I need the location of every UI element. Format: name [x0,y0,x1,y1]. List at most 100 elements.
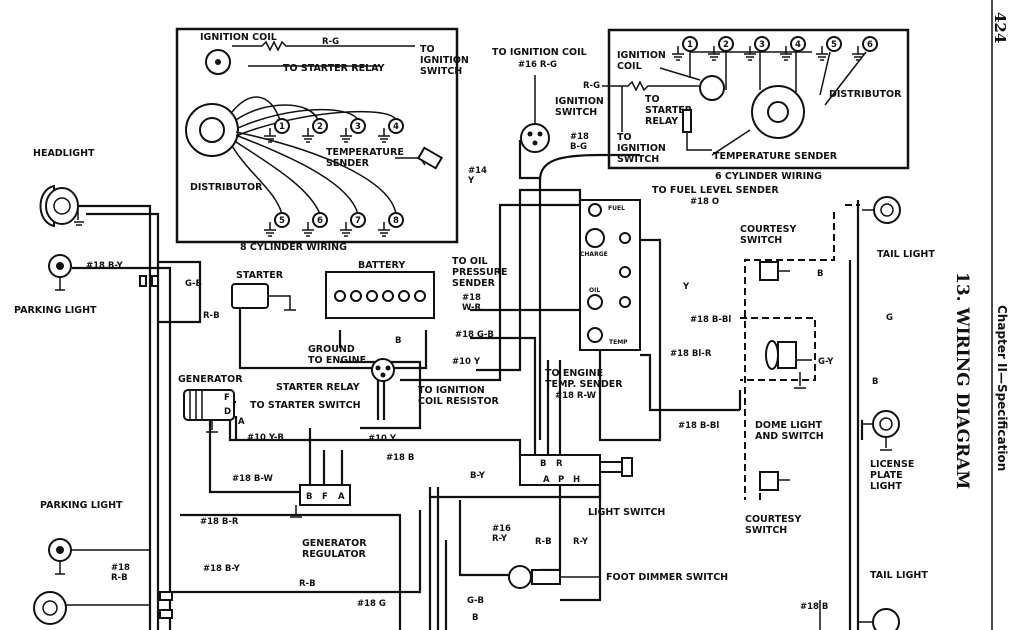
dome-light [765,340,779,370]
cylinder-plug-8: 8 [378,212,404,237]
cylinder-plug-6-number: 6 [317,216,323,226]
cylinder-plug-6-3-number: 3 [759,40,765,50]
cylinder-plug-6-2-number: 2 [723,40,729,50]
temperature-sender-label-6: TEMPERATURE SENDER [713,151,838,162]
cylinder-plug-8-number: 8 [393,216,399,226]
regulator-terminal-b: B [306,492,312,502]
cylinder-plug-4-number: 4 [393,122,399,132]
cylinder-plug-3-number: 3 [355,122,361,132]
foot-dimmer-switch [508,565,532,589]
wire-code: Y [682,282,690,292]
eight-cylinder-frame [175,27,459,244]
cylinder-plug-4: 4 [378,118,404,143]
starter-label: STARTER [236,270,284,281]
battery-cell [382,290,394,302]
wire-code: #18 B-Bl [678,421,719,431]
battery-cell [414,290,426,302]
light-switch-knob [621,457,633,477]
light-switch-label: LIGHT SWITCH [588,507,665,518]
regulator-terminal-f: F [322,492,328,502]
license-plate-light [872,410,900,438]
wire-code: B [817,269,823,279]
battery-cell [350,290,362,302]
foot-dimmer-switch-label: FOOT DIMMER SWITCH [606,572,728,583]
chapter-heading: Chapter II—Specification [995,305,1009,471]
wire-code: R-B [535,537,552,547]
oil-gauge [587,294,603,310]
wire-code: G-B [185,279,202,289]
courtesy-switch-bottom [759,471,779,491]
to-starter-relay-8: TO STARTER RELAY [283,63,385,74]
eight-cylinder-caption: 8 CYLINDER WIRING [240,242,347,253]
parking-light-top-label: PARKING LIGHT [14,305,97,316]
wire-code: B-Y [470,471,486,481]
wire-code: #18 R-W [555,391,597,401]
cylinder-plug-6: 6 [302,212,328,237]
wire-code: #10 Y-B [247,433,284,443]
cylinder-plug-6-1: 1 [672,36,698,61]
light-switch-terminal-a: A [543,475,550,485]
cylinder-plug-5: 5 [264,212,290,237]
battery-cell [366,290,378,302]
coil-resistor-wire-8 [232,40,415,52]
wire-code: R-Y [573,537,589,547]
starter-relay [371,358,395,382]
cylinder-plug-6-4-number: 4 [795,40,801,50]
distributor-label-6: DISTRIBUTOR [829,89,902,100]
battery-cells [334,290,426,302]
gauge-cluster [579,199,641,351]
light-switch-terminal-r: R [556,459,563,469]
wire-code: #18 B [800,602,828,612]
temp-gauge [587,327,603,343]
wire-code: #18 B-Bl [690,315,731,325]
courtesy-switch-top [759,261,779,281]
wire-code: B [395,336,401,346]
to-starter-switch-label: TO STARTER SWITCH [250,400,361,411]
cylinder-plug-2: 2 [302,118,328,143]
six-cylinder-frame [607,28,910,170]
wire-rg-6: R-G [583,81,600,91]
wire-code: #18 G [357,599,386,609]
light-switch-terminal-b: B [540,459,546,469]
plug-wires-top-8 [231,96,397,137]
generator-regulator [299,484,351,506]
battery-cell [398,290,410,302]
cylinder-plug-2-number: 2 [317,122,323,132]
wire-code: #18 B-Y [203,564,241,574]
to-fuel-level-sender-label: TO FUEL LEVEL SENDER [652,185,779,196]
tail-light-bottom-label: TAIL LIGHT [870,570,928,581]
temperature-sender-6 [682,109,692,133]
cylinder-plug-6-2: 2 [708,36,734,61]
headlight-label: HEADLIGHT [33,148,95,159]
cylinder-plug-5-number: 5 [279,216,285,226]
wire-code: #18 G-B [455,330,494,340]
cylinders-bottom-8: 5 6 7 8 [264,212,404,237]
distributor-label-8: DISTRIBUTOR [190,182,263,193]
wire-code: #10 Y [368,434,397,444]
parking-light-bottom-label: PARKING LIGHT [40,500,123,511]
headlight-bottom [33,591,67,625]
temperature-sender-8 [416,146,444,170]
cylinder-plug-7: 7 [340,212,366,237]
